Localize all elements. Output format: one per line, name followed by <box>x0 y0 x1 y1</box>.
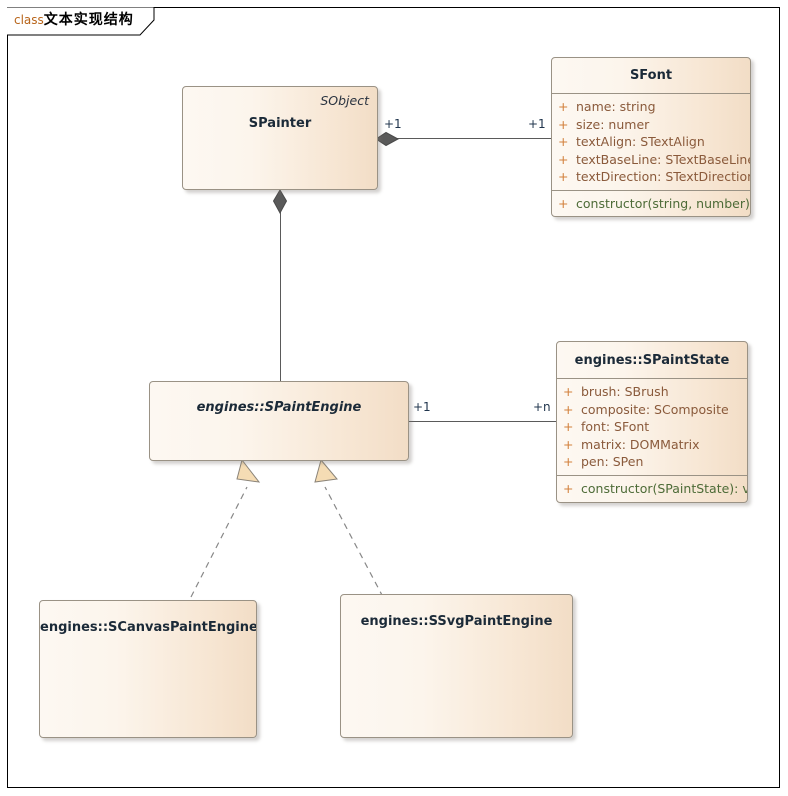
divider-spaintstate-attributes <box>557 378 747 379</box>
visibility-marker: + <box>563 480 574 496</box>
class-box-spainter[interactable]: SObject SPainter <box>182 86 378 190</box>
sfont-attr-0[interactable]: + name: string <box>552 98 750 116</box>
visibility-marker: + <box>558 116 569 132</box>
class-header-ssvgpaintengine: engines::SSvgPaintEngine <box>341 595 572 737</box>
attribute-text: size: numer <box>576 116 650 132</box>
class-box-spaintstate[interactable]: engines::SPaintState +brush: SBrush+comp… <box>556 341 748 503</box>
visibility-marker: + <box>558 151 569 167</box>
spaintstate-attr-3[interactable]: + matrix: DOMMatrix <box>557 436 747 454</box>
diagram-frame <box>7 7 780 788</box>
class-name-spaintstate: engines::SPaintState <box>574 353 730 368</box>
operation-text: constructor(SPaintState): void <box>581 480 747 496</box>
divider-spaintstate-operations <box>557 474 747 476</box>
multiplicity-painter-font-source: +1 <box>384 117 402 131</box>
sfont-attr-2[interactable]: + textAlign: STextAlign <box>552 133 750 151</box>
visibility-marker: + <box>563 401 574 417</box>
class-box-spaintengine[interactable]: engines::SPaintEngine <box>149 381 409 461</box>
connector-engine-state-line <box>409 421 556 422</box>
attribute-text: brush: SBrush <box>581 384 669 399</box>
class-header-sfont: SFont <box>552 58 750 93</box>
class-box-scanvaspaintengine[interactable]: engines::SCanvasPaintEngine <box>39 600 257 738</box>
realization-arrow-canvas <box>236 458 270 490</box>
sfont-attr-3[interactable]: + textBaseLine: STextBaseLine <box>552 151 750 169</box>
class-header-spaintstate: engines::SPaintState <box>557 342 747 378</box>
class-header-scanvaspaintengine: engines::SCanvasPaintEngine <box>40 601 257 737</box>
class-header-spaintengine: engines::SPaintEngine <box>150 382 408 460</box>
frame-title-text: 文本实现结构 <box>43 12 134 28</box>
composition-diamond-painter-engine <box>271 189 289 215</box>
multiplicity-engine-state-source: +1 <box>413 400 431 414</box>
attribute-list-spaintstate: + brush: SBrush + composite: SComposite + fon… <box>557 379 747 475</box>
frame-title-keyword: class <box>14 13 44 27</box>
attribute-text: textBaseLine: STextBaseLine <box>576 151 751 167</box>
sfont-attr-1[interactable]: + size: numer <box>552 116 750 134</box>
realization-arrow-svg <box>305 458 339 490</box>
visibility-marker: + <box>563 419 574 435</box>
composition-diamond-painter-font <box>375 130 400 148</box>
class-name-scanvaspaintengine: engines::SCanvasPaintEngine <box>40 620 257 635</box>
attribute-list-sfont: + name: string + size: numer + textAlign: STe… <box>552 94 750 190</box>
spaintstate-attr-2[interactable]: + font: SFont <box>557 418 747 436</box>
attribute-text: pen: SPen <box>581 454 644 470</box>
class-box-ssvgpaintengine[interactable]: engines::SSvgPaintEngine <box>340 594 573 738</box>
operation-list-sfont: + constructor(string, number): void <box>552 191 750 216</box>
class-stereotype-spainter: SObject <box>320 93 369 108</box>
multiplicity-engine-state-target: +n <box>533 400 551 414</box>
spaintstate-attr-4[interactable]: + pen: SPen <box>557 453 747 471</box>
class-header-spainter: SObject SPainter <box>183 87 377 189</box>
attribute-text: composite: SComposite <box>581 401 729 417</box>
attribute-text: name: string <box>576 99 656 114</box>
spaintstate-attr-0[interactable]: + brush: SBrush <box>557 383 747 401</box>
spaintstate-attr-1[interactable]: + composite: SComposite <box>557 401 747 419</box>
visibility-marker: + <box>563 384 574 399</box>
class-name-ssvgpaintengine: engines::SSvgPaintEngine <box>360 614 553 629</box>
spaintstate-op-0[interactable]: + constructor(SPaintState): void <box>557 480 747 498</box>
divider-sfont-operations <box>552 189 750 191</box>
visibility-marker: + <box>558 169 569 185</box>
connector-painter-font-line <box>380 138 556 139</box>
connector-painter-engine-line <box>280 198 281 387</box>
attribute-text: matrix: DOMMatrix <box>581 436 700 452</box>
class-name-spaintengine: engines::SPaintEngine <box>196 400 362 415</box>
visibility-marker: + <box>558 99 569 114</box>
class-box-sfont[interactable]: SFont + name: string + size: numer + textAlig… <box>551 57 751 217</box>
diagram-frame-title: class文本实现结构 <box>14 10 134 30</box>
attribute-text: textAlign: STextAlign <box>576 134 705 150</box>
class-name-spainter: SPainter <box>248 116 312 131</box>
visibility-marker: + <box>558 134 569 150</box>
attribute-text: font: SFont <box>581 419 650 435</box>
divider-sfont-attributes <box>552 93 750 94</box>
visibility-marker: + <box>558 195 569 211</box>
operation-list-spaintstate: + constructor(SPaintState): void <box>557 476 747 502</box>
sfont-attr-4[interactable]: + textDirection: STextDirection <box>552 168 750 186</box>
multiplicity-painter-font-target: +1 <box>528 117 546 131</box>
attribute-text: textDirection: STextDirection <box>576 169 751 185</box>
sfont-op-0[interactable]: + constructor(string, number): void <box>552 195 750 213</box>
visibility-marker: + <box>563 436 574 452</box>
operation-text: constructor(string, number): void <box>576 195 751 211</box>
class-name-sfont: SFont <box>629 68 673 83</box>
visibility-marker: + <box>563 454 574 470</box>
